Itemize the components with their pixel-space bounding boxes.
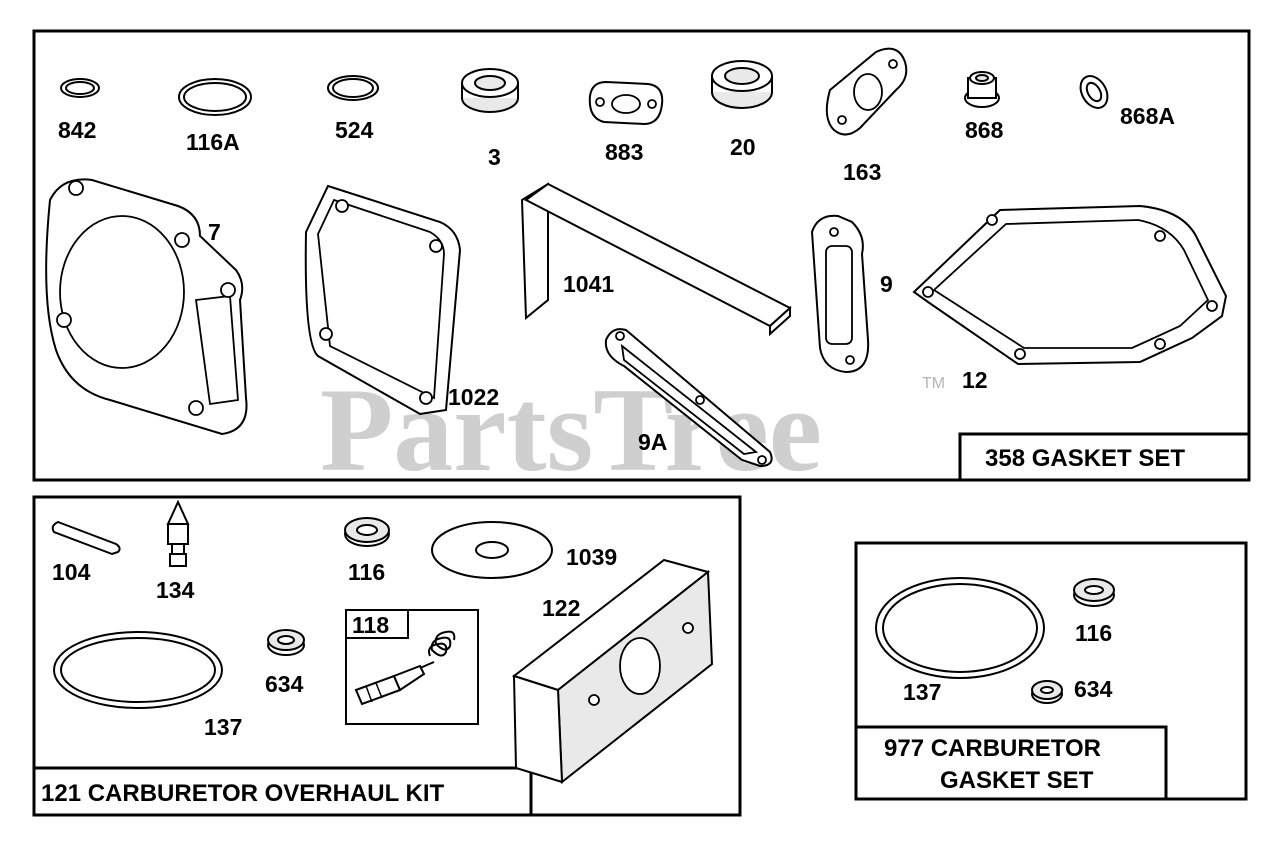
part-104-pin[interactable] (51, 520, 121, 556)
label-9a: 9A (638, 429, 667, 455)
part-1039-diaphragm[interactable] (431, 521, 553, 579)
subkit-118-frame (345, 609, 479, 725)
gasket-set-title: 358 GASKET SET (985, 445, 1185, 472)
label-carb-116: 116 (1075, 620, 1112, 646)
subkit-118-label: 118 (352, 612, 389, 638)
label-9: 9 (880, 271, 893, 297)
label-634: 634 (265, 671, 304, 697)
part-7-head-gasket[interactable] (45, 178, 248, 436)
part-842-ring[interactable] (60, 78, 100, 98)
part-163-gasket[interactable] (825, 47, 908, 136)
part-9a-gasket[interactable] (604, 328, 773, 468)
part-1022-gasket[interactable] (304, 184, 462, 416)
label-122: 122 (542, 595, 580, 621)
part-122-spacer-block[interactable] (511, 558, 714, 784)
carb-gasket-set-title-line1: 977 CARBURETOR (884, 735, 1101, 762)
part-868a-washer[interactable] (1075, 71, 1113, 112)
carb-gasket-set-title-line2: GASKET SET (940, 767, 1094, 794)
label-163: 163 (843, 159, 881, 185)
part-20-oil-seal[interactable] (711, 60, 773, 109)
label-868a: 868A (1120, 103, 1175, 129)
label-3: 3 (488, 144, 501, 170)
part-868-valve-seal[interactable] (964, 71, 1000, 108)
overhaul-kit-title-box (32, 766, 533, 817)
overhaul-kit-title: 121 CARBURETOR OVERHAUL KIT (41, 780, 445, 807)
gasket-set-title-box (958, 432, 1251, 482)
label-524: 524 (335, 117, 374, 143)
carb-gasket-set-title-box (854, 725, 1168, 801)
label-1039: 1039 (566, 544, 617, 570)
label-20: 20 (730, 134, 756, 160)
part-116a-ring[interactable] (178, 78, 252, 116)
subkit-118-tag (345, 609, 409, 639)
gasket-set-frame (32, 29, 1251, 482)
label-1041: 1041 (563, 271, 614, 297)
label-842: 842 (58, 117, 96, 143)
part-12-crankcase-gasket[interactable] (912, 204, 1228, 366)
part-134-needle[interactable] (166, 499, 190, 567)
watermark-tm: TM (922, 375, 945, 392)
label-868: 868 (965, 117, 1004, 143)
label-carb-634: 634 (1074, 676, 1113, 702)
part-137-ring[interactable] (53, 631, 223, 709)
subkit-118-box: 118 (345, 609, 479, 725)
part-524-ring[interactable] (327, 75, 379, 101)
label-116a: 116A (186, 129, 240, 155)
label-104: 104 (52, 559, 91, 585)
part-118-spring[interactable] (428, 630, 456, 657)
overhaul-kit-panel: 121 CARBURETOR OVERHAUL KIT 104 134 116 … (32, 495, 742, 817)
part-137-carb-ring[interactable] (875, 577, 1045, 679)
part-634-washer[interactable] (267, 629, 305, 656)
part-9-gasket[interactable] (810, 214, 870, 374)
label-137: 137 (204, 714, 242, 740)
gasket-set-panel: 358 GASKET SET 842 116A 524 3 (32, 29, 1251, 482)
part-116-carb-washer[interactable] (1073, 578, 1115, 607)
part-116-washer[interactable] (344, 517, 390, 547)
carb-gasket-set-panel: 977 CARBURETOR GASKET SET 137 116 634 (854, 541, 1248, 801)
label-1022: 1022 (448, 384, 499, 410)
part-3-oil-seal[interactable] (461, 68, 519, 113)
part-1041-gasket-strip[interactable] (520, 182, 792, 337)
part-118-mixture-screw[interactable] (354, 661, 435, 706)
label-116: 116 (348, 559, 385, 585)
label-883: 883 (605, 139, 643, 165)
label-carb-137: 137 (903, 679, 941, 705)
label-7: 7 (208, 219, 221, 245)
label-134: 134 (156, 577, 195, 603)
part-634-carb-washer[interactable] (1031, 680, 1063, 704)
part-883-gasket[interactable] (588, 80, 664, 126)
label-12: 12 (962, 367, 988, 393)
